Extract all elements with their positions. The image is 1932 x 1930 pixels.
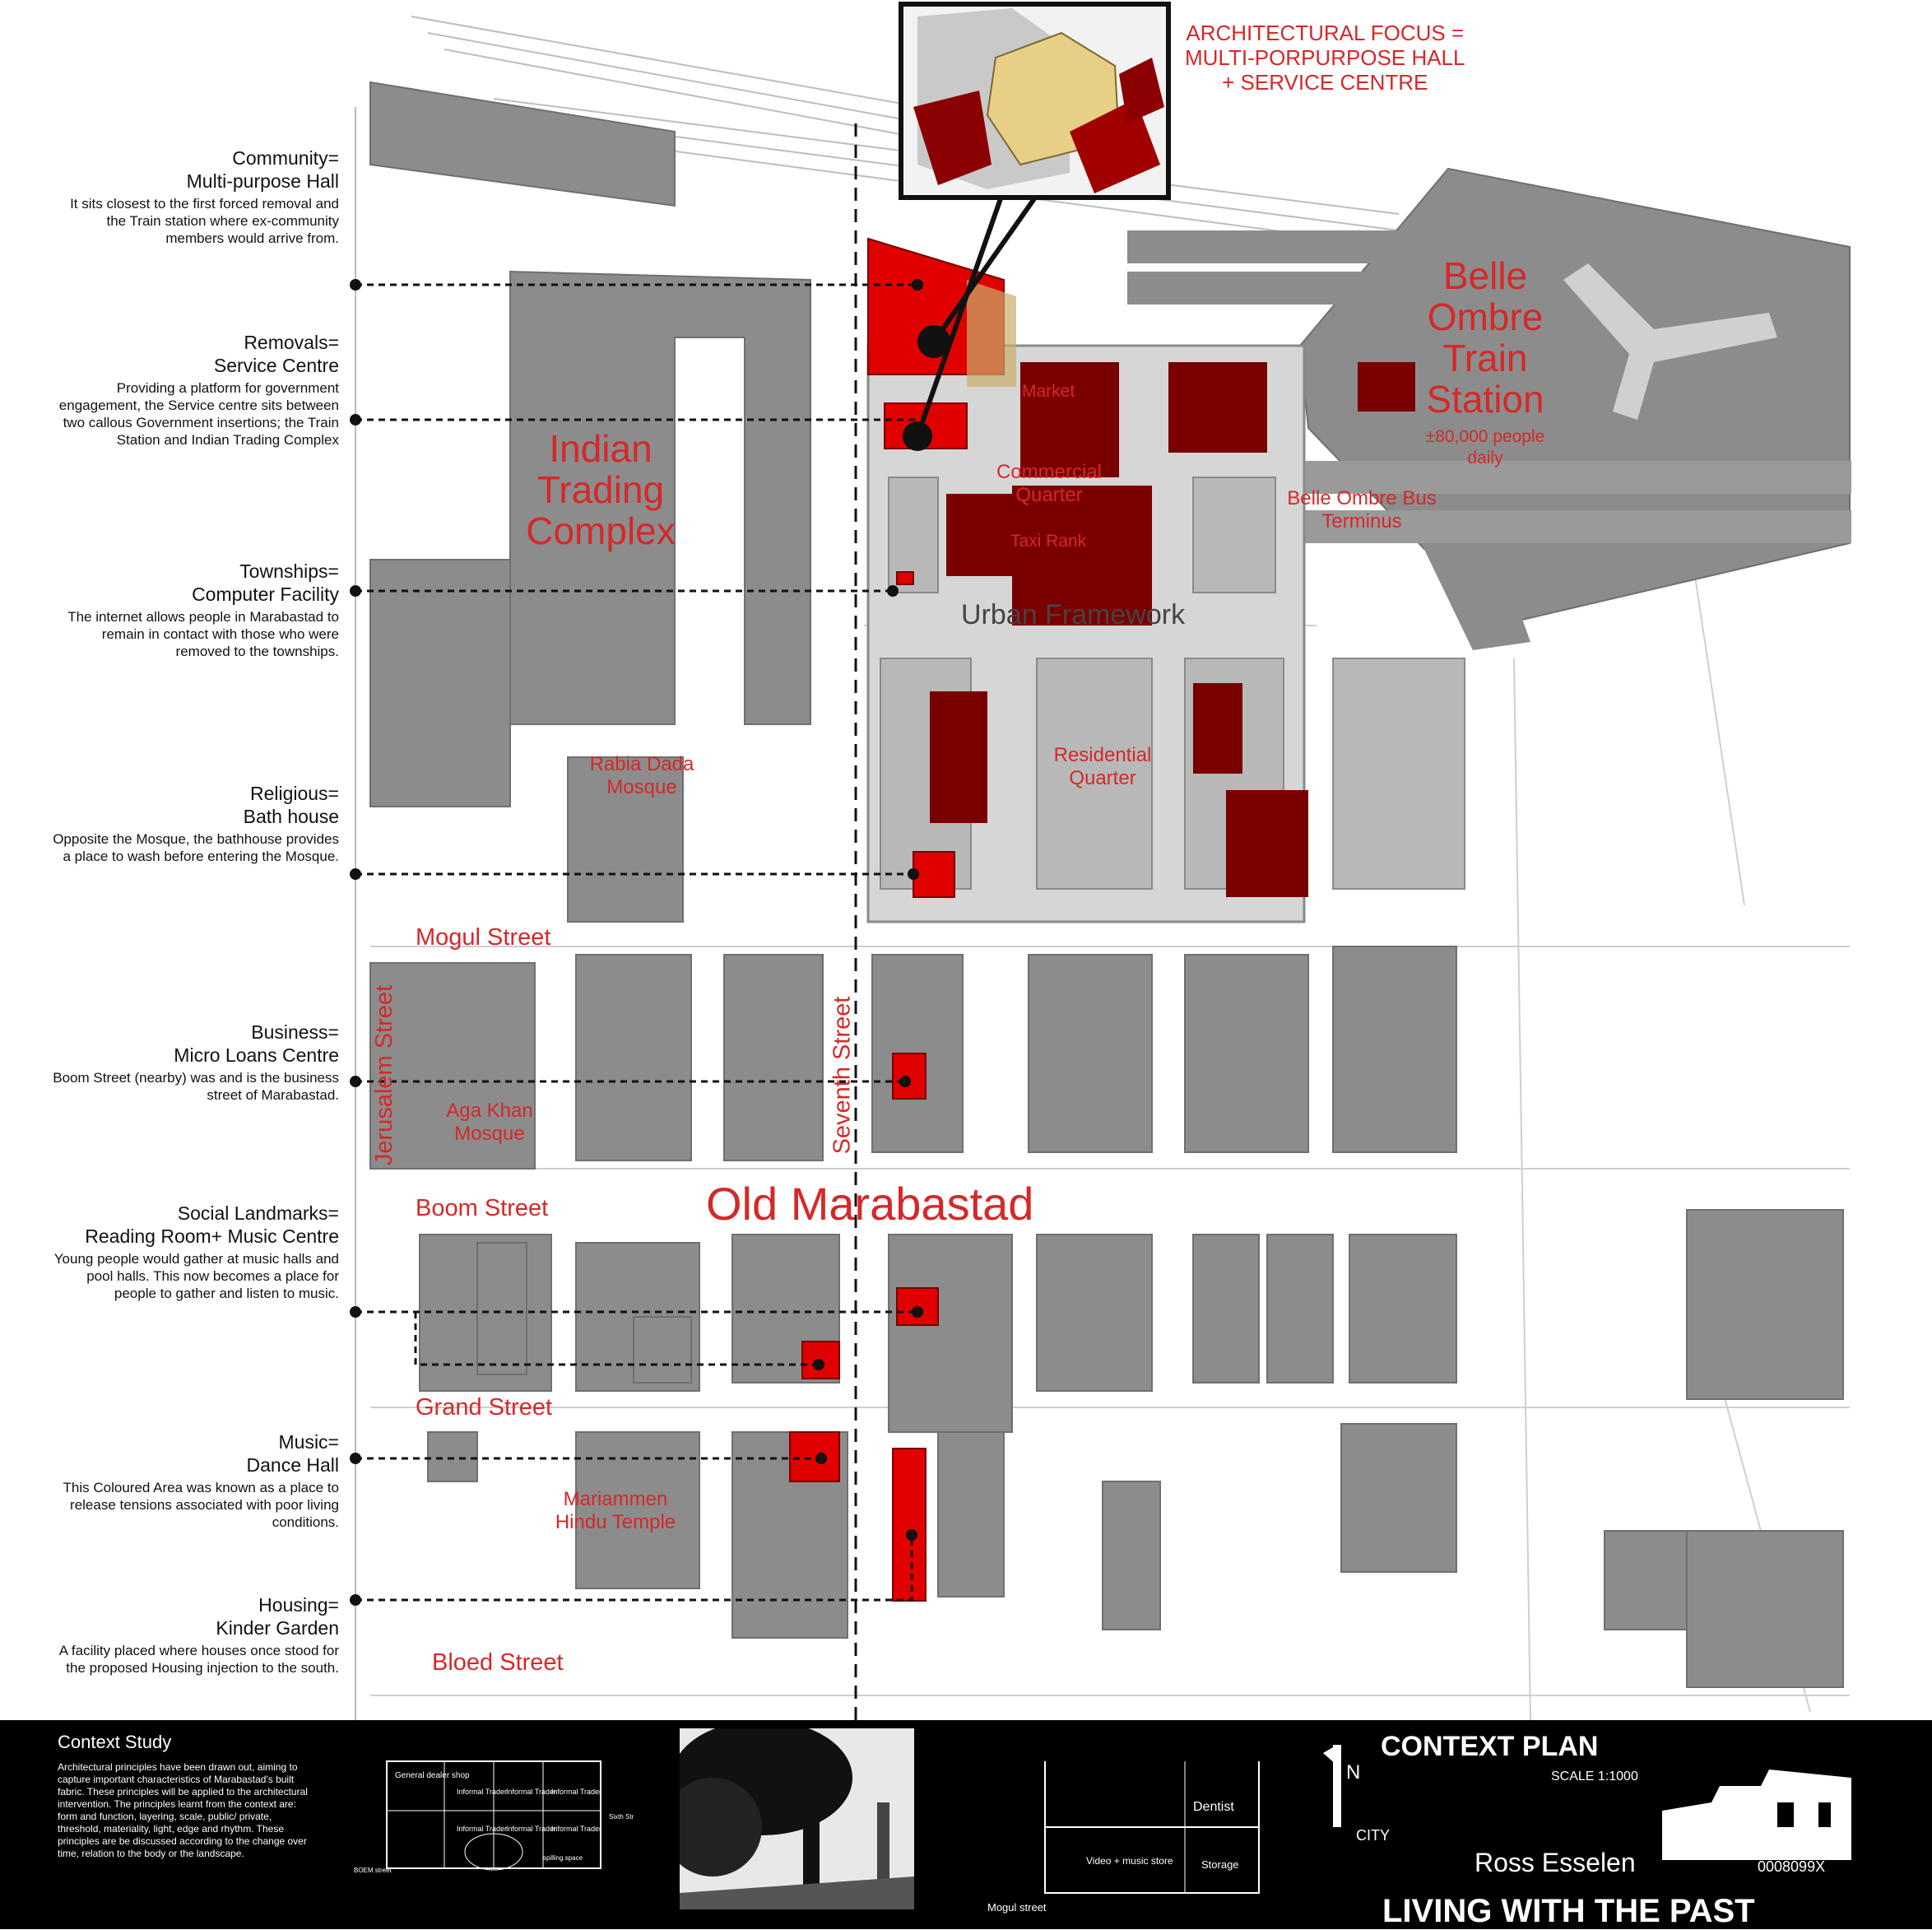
annotation-subheading: Reading Room+ Music Centre [85,1225,339,1247]
annotation-social: Social Landmarks= Reading Room+ Music Ce… [49,1202,339,1302]
belle-ombre-label: Belle Ombre Train Station [1426,254,1544,421]
marker-service [903,421,932,451]
annotation-subheading: Kinder Garden [216,1617,339,1639]
urban-framework-label: Urban Framework [961,599,1186,630]
annotation-housing: Housing= Kinder Garden A facility placed… [49,1593,339,1677]
proposed-buildings [930,362,1415,897]
student-number: 0008099X [1758,1858,1826,1875]
plan-label-trader: Informal Trader [457,1825,507,1833]
author-name: Ross Esselen [1475,1848,1636,1877]
annotation-subheading: Computer Facility [192,584,339,605]
hall-roof [967,280,1016,387]
annotation-heading: Social Landmarks= [177,1202,339,1224]
annotation-subheading: Multi-purpose Hall [186,170,339,192]
annotation-desc: Providing a platform for government enga… [58,380,339,448]
rabia-mosque-label: Rabia Dada Mosque [589,753,694,798]
buildings-grey [369,81,1844,1688]
annotation-desc: This Coloured Area was known as a place … [63,1480,339,1530]
train-station [1127,167,1851,650]
taxi-rank-label: Taxi Rank [1010,532,1087,551]
commercial-label: Commercial Quarter [996,461,1102,506]
focus-line1: ARCHITECTURAL FOCUS = [1186,21,1465,45]
leader-lines [355,283,917,1602]
section-drawing: Dentist Video + music store Storage Mogu… [987,1761,1260,1914]
aga-khan-label: Aga Khan Mosque [446,1100,533,1145]
inset-perspective [899,2,1171,200]
plan-label-trader: Informal Trader [551,1788,601,1796]
section-label-dentist: Dentist [1193,1800,1234,1814]
annotation-subheading: Dance Hall [246,1454,340,1476]
people-daily-label: ±80,000 people daily [1425,427,1545,467]
silhouette-graphic [1662,1770,1851,1860]
annotation-subheading: Bath house [243,806,339,827]
mogul-street-label: Mogul Street [416,924,551,951]
plan-label-trader: Informal Trader [457,1788,507,1796]
project-title: LIVING WITH THE PAST [1382,1893,1755,1929]
plan-label-trader: Informal Trader [506,1825,556,1833]
plan-label-trader: Informal Trader [506,1788,556,1796]
mariammen-label: Mariammen Hindu Temple [555,1488,676,1533]
context-study-title: Context Study [58,1732,172,1752]
north-arrow-icon [1323,1745,1341,1827]
annotation-religious: Religious= Bath house Opposite the Mosqu… [49,782,339,865]
boom-street-label: Boom Street [416,1195,549,1221]
plan-label-sixth: Sixth Street [609,1813,634,1821]
annotation-business: Business= Micro Loans Centre Boom Street… [49,1021,339,1104]
annotation-community: Community= Multi-purpose Hall It sits cl… [49,146,339,247]
grand-street-label: Grand Street [416,1394,553,1421]
plan-label-general: General dealer shop [395,1771,470,1780]
bloed-street-label: Bloed Street [432,1649,564,1676]
annotation-music: Music= Dance Hall This Coloured Area was… [49,1430,339,1531]
annotation-removals: Removals= Service Centre Providing a pla… [49,331,339,449]
street-photo [680,1728,914,1909]
indian-trading-label: Indian Trading Complex [526,427,676,552]
annotation-desc: The internet allows people in Marabastad… [67,609,339,659]
jerusalem-street-label: Jerusalem Street [371,984,398,1166]
title-block: Context Study Architectural principles h… [0,1720,1932,1929]
plan-scale: SCALE 1:1000 [1551,1770,1638,1784]
seventh-street-label: Seventh Street [829,996,856,1155]
plan-label-trader: Informal Trader [551,1825,601,1833]
annotation-heading: Community= [232,147,339,169]
leader-dots [350,279,923,1606]
bus-terminus-label: Belle Ombre Bus Terminus [1287,487,1437,532]
annotation-subheading: Service Centre [213,355,339,376]
focus-label: ARCHITECTURAL FOCUS = MULTI-PORPURPOSE H… [1185,21,1465,95]
annotation-heading: Removals= [244,332,339,353]
focus-line2: MULTI-PORPURPOSE HALL [1185,45,1465,70]
plan-drawing: General dealer shop Informal Trader Info… [354,1760,634,1874]
north-label: N [1346,1761,1361,1784]
plan-label-spilling: spilling space [543,1854,583,1862]
annotation-heading: Religious= [249,783,339,804]
annotation-desc: A facility placed where houses once stoo… [58,1643,339,1676]
annotation-heading: Music= [278,1431,340,1453]
city-label: CITY [1356,1827,1391,1844]
section-label-storage: Storage [1201,1858,1239,1871]
inset-connectors [915,188,1043,437]
focus-line3: + SERVICE CENTRE [1222,70,1428,95]
annotation-desc: Opposite the Mosque, the bathhouse provi… [53,831,339,864]
marker-hall [917,325,950,358]
market-label: Market [1022,382,1075,401]
context-study-desc: Architectural principles have been drawn… [58,1761,308,1859]
section-label-mogul: Mogul street [987,1901,1047,1914]
old-marabastad-label: Old Marabastad [706,1178,1034,1230]
annotation-heading: Business= [251,1021,339,1043]
annotation-heading: Housing= [258,1594,339,1616]
annotation-desc: Young people would gather at music halls… [53,1251,339,1301]
plan-label-boem: BOEM street [354,1867,392,1874]
residential-label: Residential Quarter [1053,744,1152,789]
section-label-video: Video + music store [1086,1855,1173,1867]
annotation-townships: Townships= Computer Facility The interne… [49,560,339,660]
annotation-desc: It sits closest to the first forced remo… [70,196,339,246]
annotation-heading: Townships= [239,560,339,582]
annotation-desc: Boom Street (nearby) was and is the busi… [53,1070,339,1103]
annotation-subheading: Micro Loans Centre [174,1044,339,1066]
plan-title: CONTEXT PLAN [1381,1731,1599,1762]
